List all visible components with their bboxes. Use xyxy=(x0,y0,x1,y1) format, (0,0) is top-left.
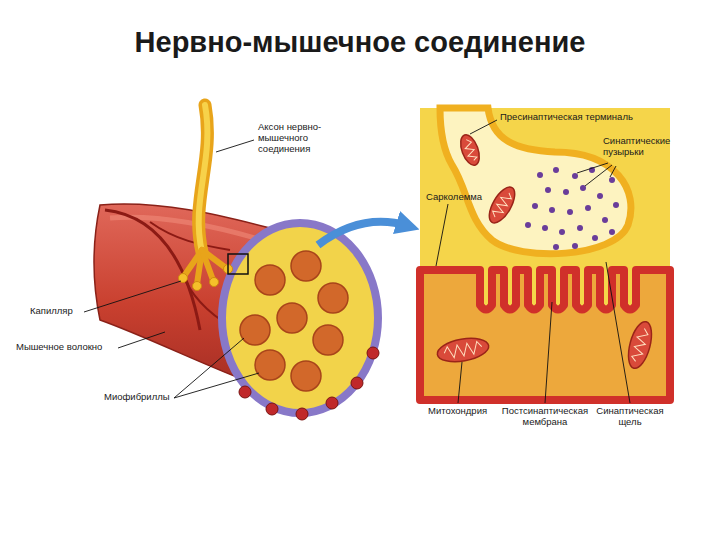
callout-label: Синаптическая щель xyxy=(588,406,672,428)
label-anchor: Миофибриллы xyxy=(104,392,170,403)
callout-label: Мышечное волокно xyxy=(16,342,102,353)
mitochondria xyxy=(435,132,655,371)
label-anchor: Пресинаптическая терминаль xyxy=(500,112,633,123)
callout-label: Сарколемма xyxy=(426,192,482,203)
axon xyxy=(179,105,233,291)
title-anchor: Нервно-мышечное соединение xyxy=(0,26,720,59)
label-anchor: Митохондрия xyxy=(428,406,487,417)
title: Нервно-мышечное соединение xyxy=(0,26,720,59)
zoom-box xyxy=(228,254,248,274)
label-anchor: Мышечное волокно xyxy=(16,342,102,353)
callout-label: Аксон нервно-мышечного соединения xyxy=(258,122,340,155)
callout-label: Миофибриллы xyxy=(104,392,170,403)
label-anchor: Постсинаптическая мембрана xyxy=(495,406,595,428)
label-anchor: Аксон нервно-мышечного соединения xyxy=(258,122,340,155)
leader-lines xyxy=(84,120,630,403)
label-anchor: Синаптическая щель xyxy=(588,406,672,428)
label-anchor: Капилляр xyxy=(30,306,73,317)
callout-label: Синаптические пузырьки xyxy=(603,136,673,158)
label-anchor: Синаптические пузырьки xyxy=(603,136,673,158)
zoom-arrow xyxy=(318,222,408,245)
cross-section xyxy=(222,223,379,420)
callout-label: Постсинаптическая мембрана xyxy=(495,406,595,428)
callout-label: Митохондрия xyxy=(428,406,487,417)
label-anchor: Сарколемма xyxy=(426,192,482,203)
callout-label: Капилляр xyxy=(30,306,73,317)
callout-label: Пресинаптическая терминаль xyxy=(500,112,633,123)
